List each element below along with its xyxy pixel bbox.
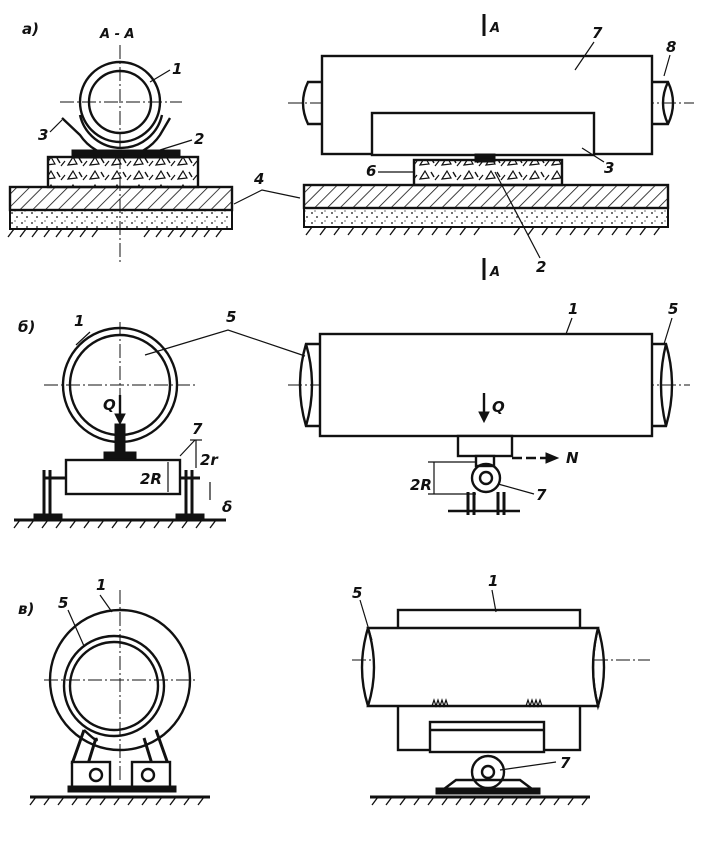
callout-2-a-left: 2: [194, 130, 204, 148]
panel-c-marker: в): [18, 600, 34, 618]
panel-b-marker: б): [18, 318, 35, 336]
callout-1-b-left: 1: [74, 312, 84, 330]
callout-2-a-right: 2: [536, 258, 546, 276]
dim-2R-right: 2R: [410, 476, 432, 494]
callout-3-a-left: 3: [38, 126, 48, 144]
load-q-right: Q: [492, 398, 505, 416]
pad-6: [412, 158, 564, 187]
panel-b: б) Q: [13, 300, 690, 529]
callout-7-b-right: 7: [536, 486, 547, 504]
pipe-side-view-c: [352, 608, 650, 806]
callout-1-a-left: 1: [172, 60, 182, 78]
load-q-left: Q: [103, 396, 116, 414]
shell-3-left: [78, 114, 164, 150]
callout-5-c-right: 5: [352, 584, 362, 602]
section-mark-bottom: A: [489, 265, 500, 280]
panel-a: a) A - A: [7, 14, 694, 280]
force-n: N: [566, 449, 579, 467]
section-mark-top: A: [489, 21, 500, 36]
section-marks: A A: [482, 14, 500, 280]
section-a-a-title: A - A: [99, 27, 135, 42]
pipe-side-view-a: [288, 54, 694, 236]
offset-delta: δ: [222, 498, 232, 516]
callout-8: 8: [666, 38, 676, 56]
callout-7-c: 7: [560, 754, 571, 772]
panel-a-marker: a): [22, 20, 39, 38]
callout-1-c-right: 1: [488, 572, 498, 590]
pipe-side-view-b: Q N 2R: [288, 332, 690, 515]
pipe-cross-section-c: [29, 590, 210, 806]
dim-2r: 2r: [200, 451, 219, 469]
panel-c: в) 1: [18, 572, 650, 806]
callout-7-a: 7: [592, 24, 603, 42]
roller-7-left: [64, 458, 182, 496]
callout-6: 6: [366, 162, 376, 180]
callout-3-a-right: 3: [604, 159, 614, 177]
roller-7-right: [470, 462, 502, 494]
dim-2R-left: 2R: [140, 470, 162, 488]
pipe-1-right: [318, 332, 654, 438]
callout-1-c-left: 1: [96, 576, 106, 594]
callout-5-b: 5: [226, 308, 236, 326]
callout-1-b-right: 1: [568, 300, 578, 318]
callout-5-b-right: 5: [668, 300, 678, 318]
shell-3-right: [370, 111, 596, 157]
pipe-cross-section-b: Q 2R: [13, 322, 232, 529]
callout-5-c-left: 5: [58, 594, 68, 612]
callout-4: 4: [253, 170, 264, 188]
roller-7-c: [470, 754, 506, 790]
callout-7-b-left: 7: [192, 420, 203, 438]
support-block-left: [7, 149, 234, 238]
